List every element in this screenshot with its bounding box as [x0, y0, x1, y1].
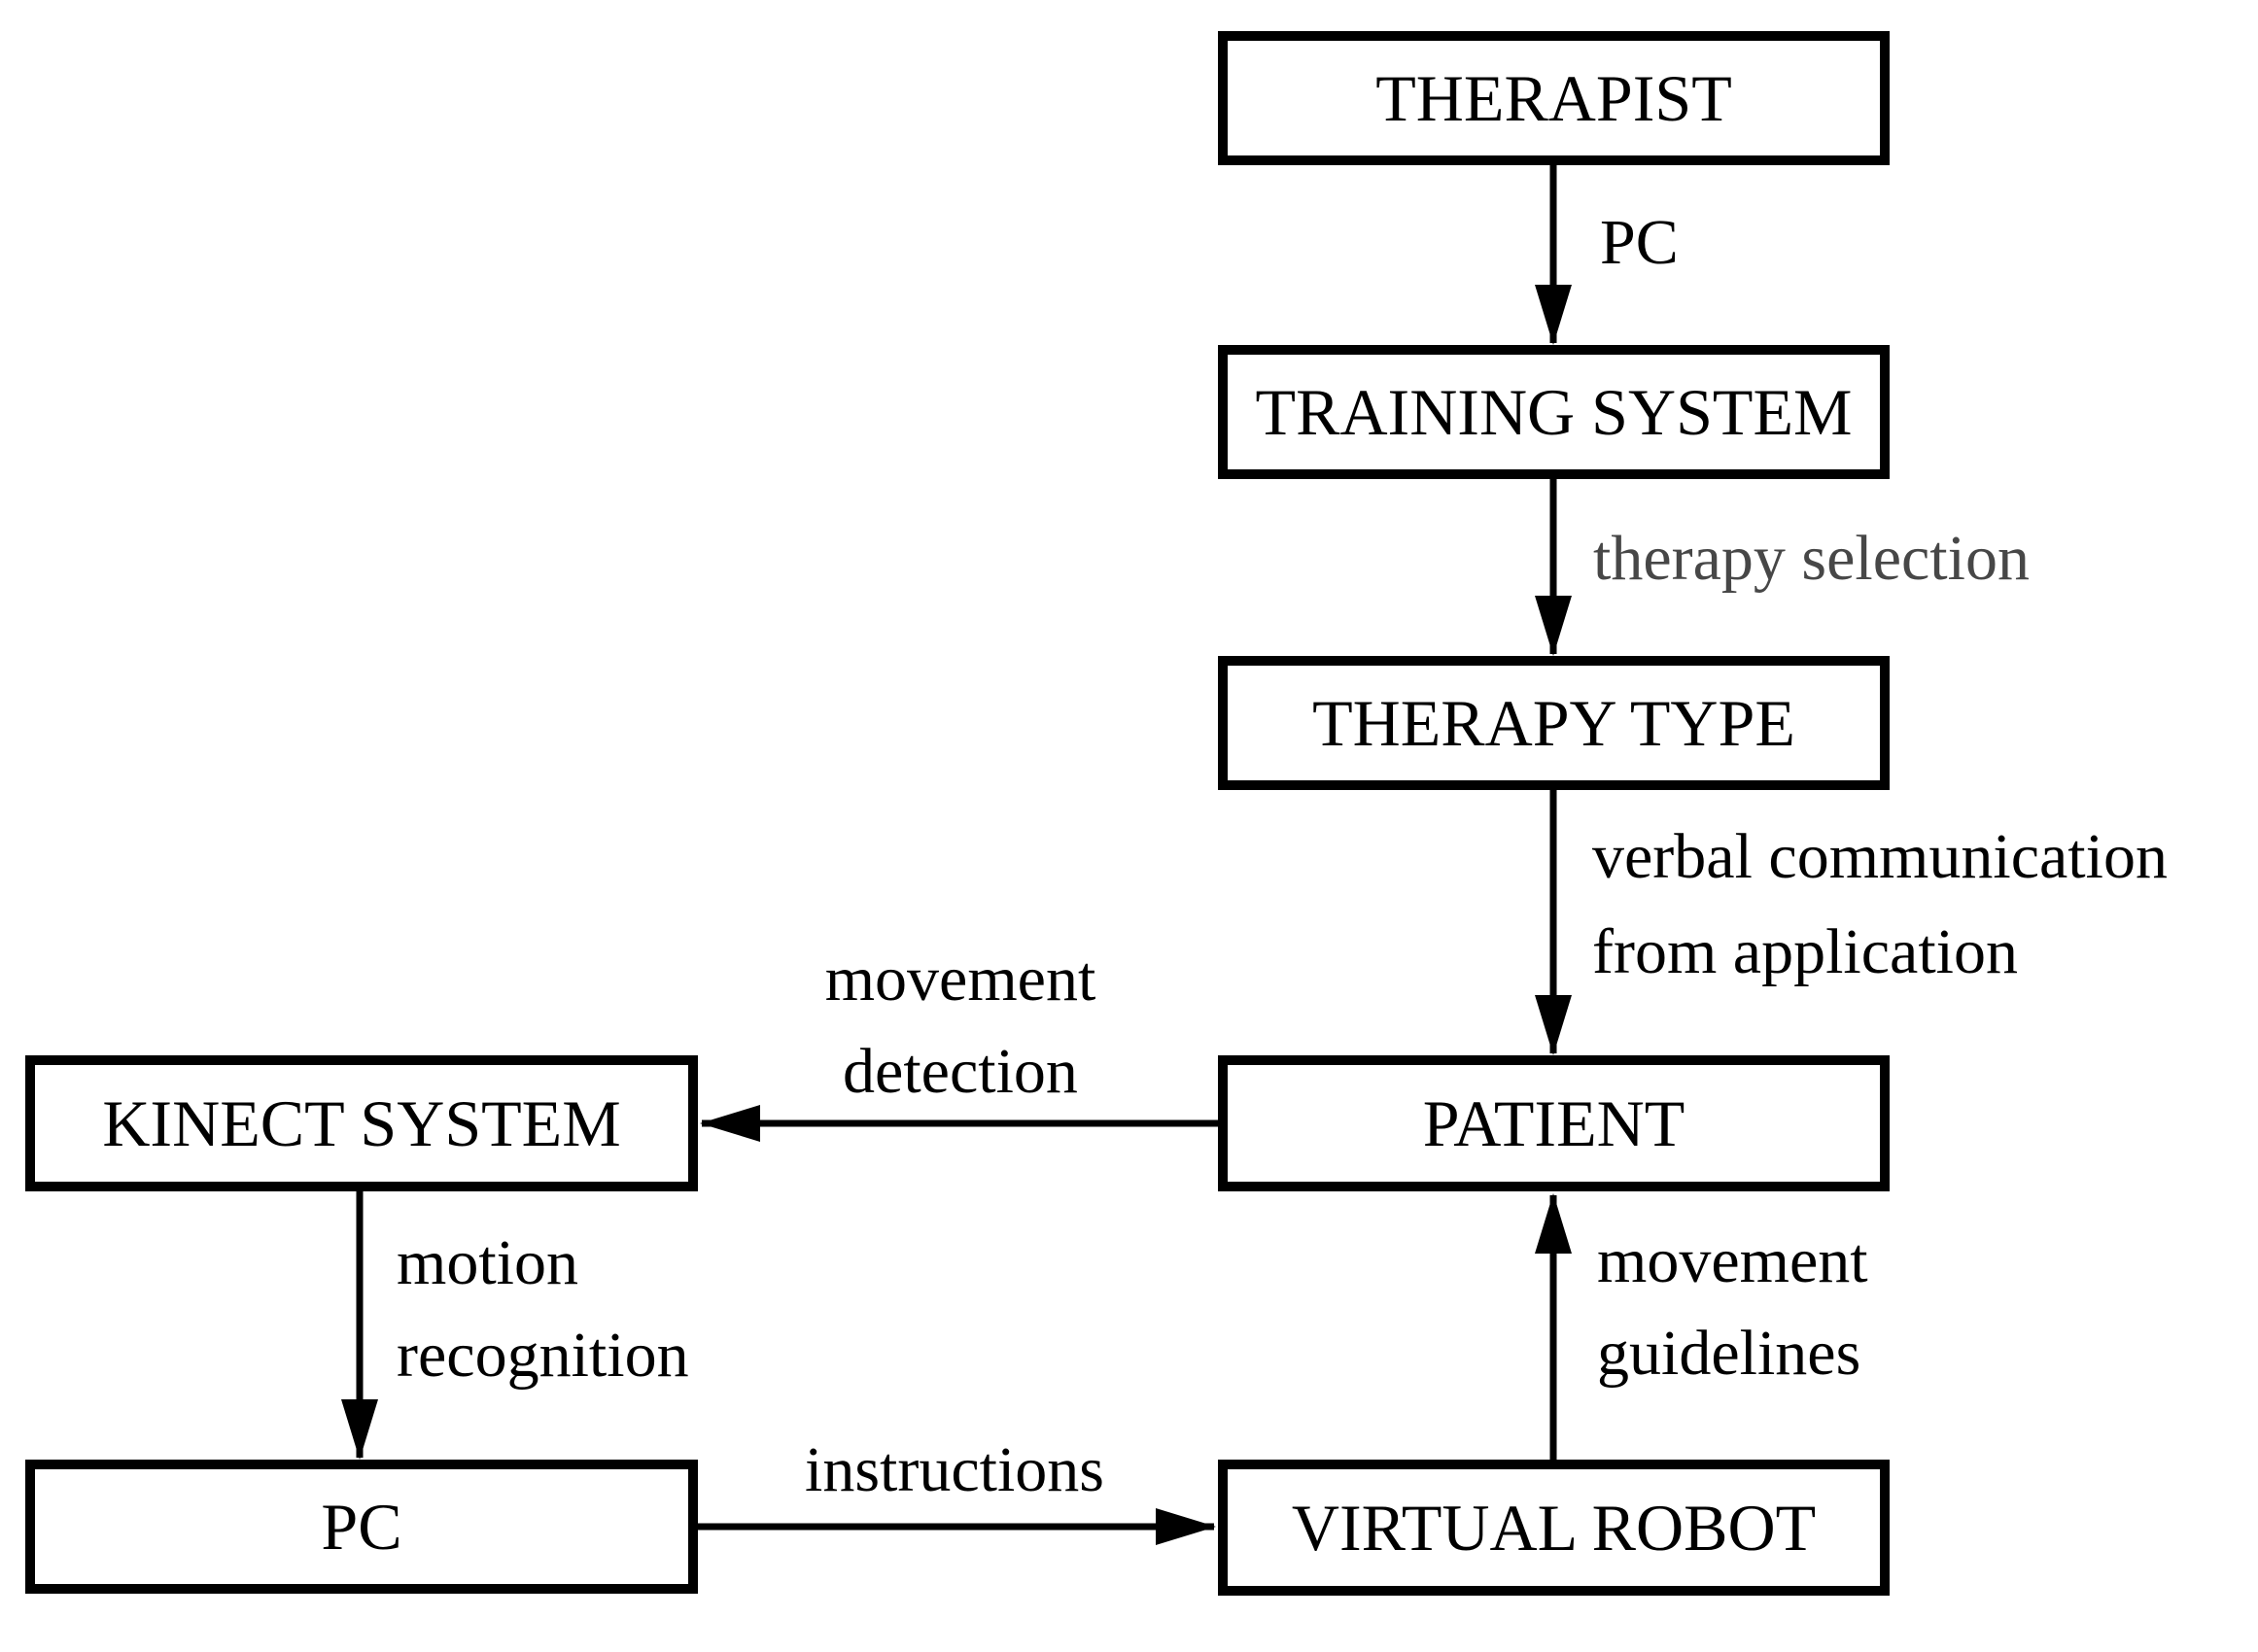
node-training-system: TRAINING SYSTEM — [1218, 345, 1890, 479]
edge-label-line: from application — [1592, 916, 2019, 987]
edge-label-pc: PC — [1600, 207, 1679, 278]
edge-label-line: movement — [1597, 1225, 1868, 1296]
node-therapy-type: THERAPY TYPE — [1218, 656, 1890, 790]
edge-label-line: motion — [397, 1227, 579, 1298]
node-kinect-system: KINECT SYSTEM — [25, 1055, 698, 1191]
edge-label-line: recognition — [397, 1320, 689, 1391]
node-patient: PATIENT — [1218, 1055, 1890, 1191]
node-therapist: THERAPIST — [1218, 31, 1890, 165]
edge-label-line: verbal communication — [1592, 821, 2168, 892]
edge-label-line: movement — [824, 944, 1096, 1015]
edge-label-instructions: instructions — [805, 1434, 1104, 1505]
edge-label-motion-recognition: motion recognition — [397, 1217, 689, 1401]
edge-label-therapy-selection: therapy selection — [1593, 523, 2030, 594]
node-pc: PC — [25, 1460, 698, 1594]
node-virtual-robot: VIRTUAL ROBOT — [1218, 1460, 1890, 1596]
edge-label-line: detection — [843, 1036, 1078, 1107]
edge-label-line: guidelines — [1597, 1318, 1861, 1389]
edge-label-movement-detection: movement detection — [825, 933, 1096, 1118]
edge-label-verbal-communication: verbal communication from application — [1592, 809, 2168, 1000]
edge-label-movement-guidelines: movement guidelines — [1597, 1215, 1868, 1399]
